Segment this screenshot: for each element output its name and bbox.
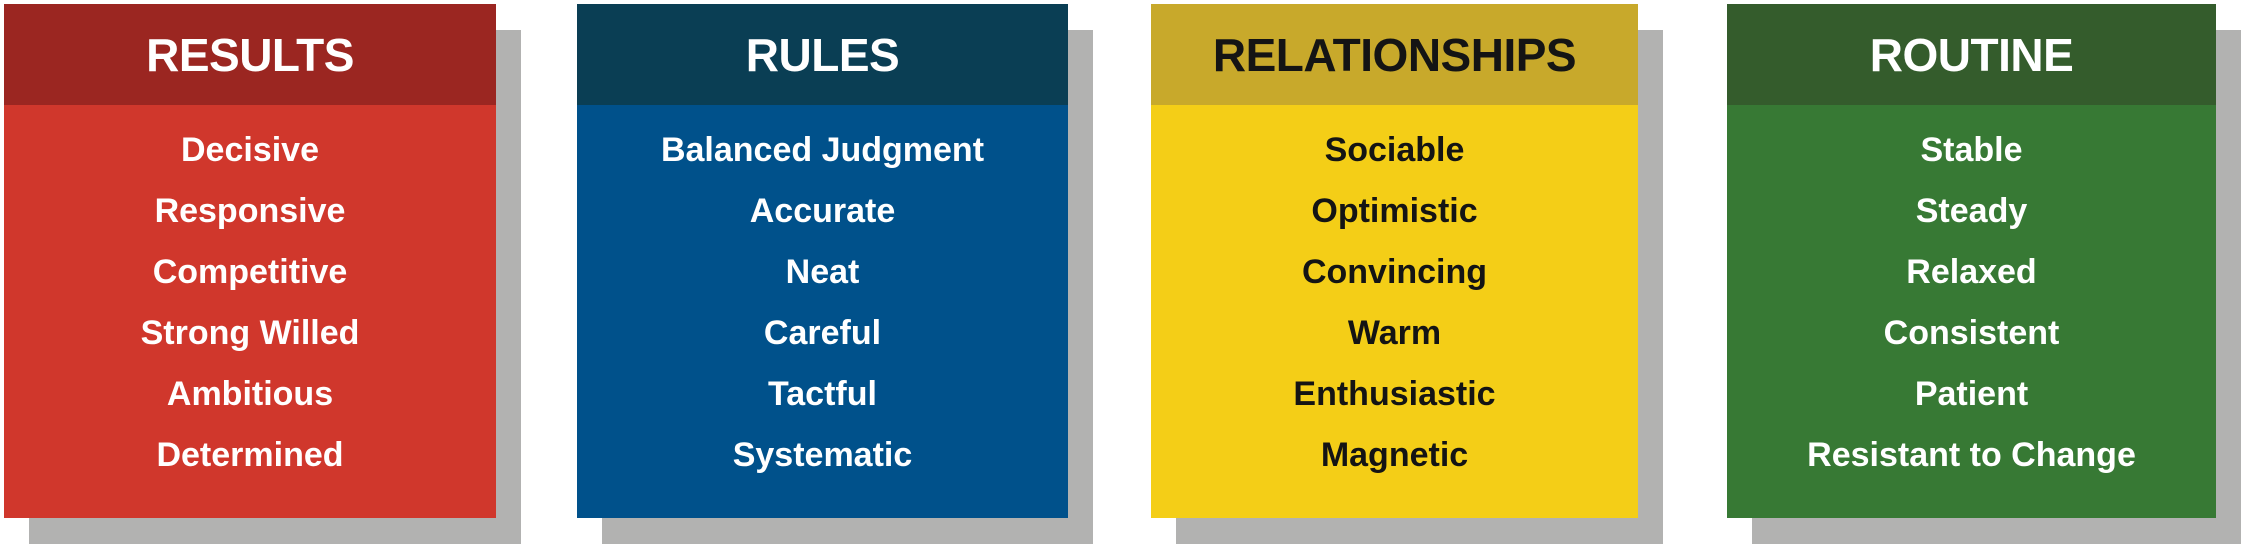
trait-item: Sociable: [1324, 131, 1465, 169]
trait-item: Strong Willed: [140, 314, 360, 352]
card-title: ROUTINE: [1869, 28, 2074, 81]
trait-item: Steady: [1915, 192, 2028, 230]
card-header: RULES: [577, 4, 1068, 105]
trait-item: Patient: [1914, 375, 2029, 413]
trait-item: Systematic: [732, 436, 913, 474]
trait-item: Enthusiastic: [1293, 375, 1496, 413]
trait-item: Optimistic: [1311, 192, 1478, 230]
trait-item: Competitive: [152, 253, 348, 291]
trait-item: Warm: [1347, 314, 1442, 352]
trait-item: Consistent: [1883, 314, 2060, 352]
card-title: RELATIONSHIPS: [1212, 28, 1577, 81]
trait-item: Tactful: [768, 375, 877, 413]
card-header: RESULTS: [4, 4, 496, 105]
card-title: RULES: [745, 28, 900, 81]
trait-item: Careful: [763, 314, 882, 352]
trait-item: Decisive: [181, 131, 319, 169]
trait-item: Ambitious: [166, 375, 334, 413]
trait-item: Magnetic: [1320, 436, 1469, 474]
trait-item: Accurate: [749, 192, 896, 230]
trait-item: Responsive: [154, 192, 346, 230]
trait-item: Neat: [785, 253, 860, 291]
card-header: RELATIONSHIPS: [1151, 4, 1638, 105]
card-header: ROUTINE: [1727, 4, 2216, 105]
card-title: RESULTS: [146, 28, 354, 81]
trait-item: Resistant to Change: [1807, 436, 2136, 474]
trait-item: Balanced Judgment: [660, 131, 985, 169]
trait-item: Relaxed: [1906, 253, 2037, 291]
trait-item: Convincing: [1301, 253, 1488, 291]
trait-item: Stable: [1920, 131, 2023, 169]
trait-item: Determined: [156, 436, 344, 474]
